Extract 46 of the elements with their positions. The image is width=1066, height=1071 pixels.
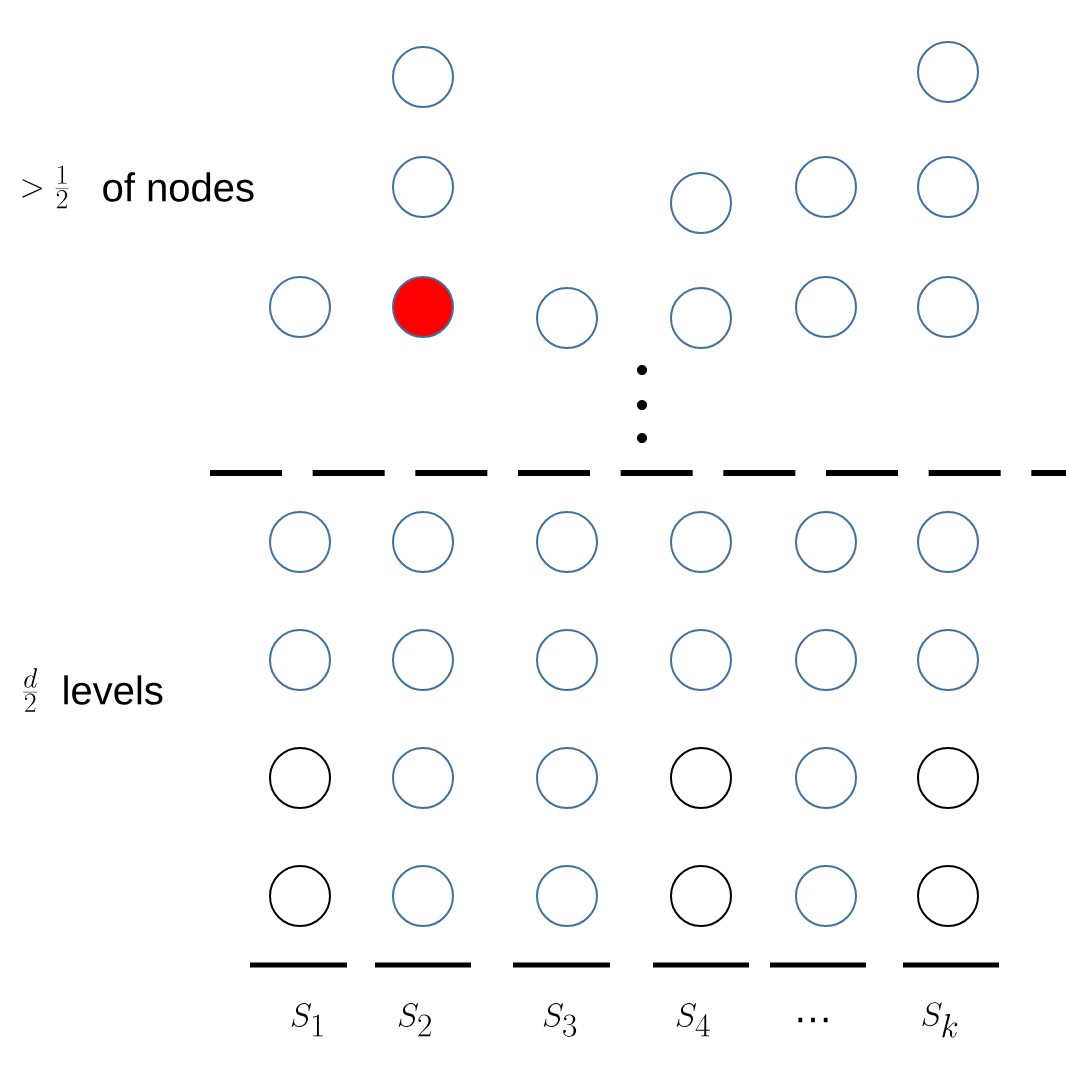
circle [670,629,732,691]
circle [795,747,857,809]
circle [795,276,857,338]
circle [536,747,598,809]
circle [795,865,857,927]
circle [917,629,979,691]
circle [917,865,979,927]
column-label: $S_2$ [398,1003,431,1037]
fraction-label: $\frac{d}{2}$ [23,668,38,712]
circle [917,156,979,218]
fraction-label: $>\frac{1}{2}$ [22,165,69,209]
circle [392,747,454,809]
column-label: $S_3$ [543,1003,577,1037]
circle [917,511,979,573]
circle [536,865,598,927]
circle [670,865,732,927]
circle [670,511,732,573]
circle [670,287,732,349]
circle [269,511,331,573]
text-label: levels [64,675,163,705]
circle [392,276,454,338]
circle [392,46,454,108]
circle [795,156,857,218]
circle [670,747,732,809]
circle [795,629,857,691]
circle [392,629,454,691]
circle [536,511,598,573]
circle [917,276,979,338]
circle [269,629,331,691]
circle [392,156,454,218]
circle [917,41,979,103]
circle [795,511,857,573]
column-label: $S_1$ [291,1003,323,1037]
circle [536,629,598,691]
circle [392,511,454,573]
circle [392,865,454,927]
circle [269,276,331,338]
circle [536,287,598,349]
ellipsis-label: … [798,1017,828,1023]
column-label: $S_4$ [676,1003,710,1037]
circle [670,172,732,234]
text-label: of nodes [103,172,254,202]
circle [269,747,331,809]
column-label: $S_k$ [922,1002,958,1038]
circle [269,865,331,927]
circle [917,747,979,809]
